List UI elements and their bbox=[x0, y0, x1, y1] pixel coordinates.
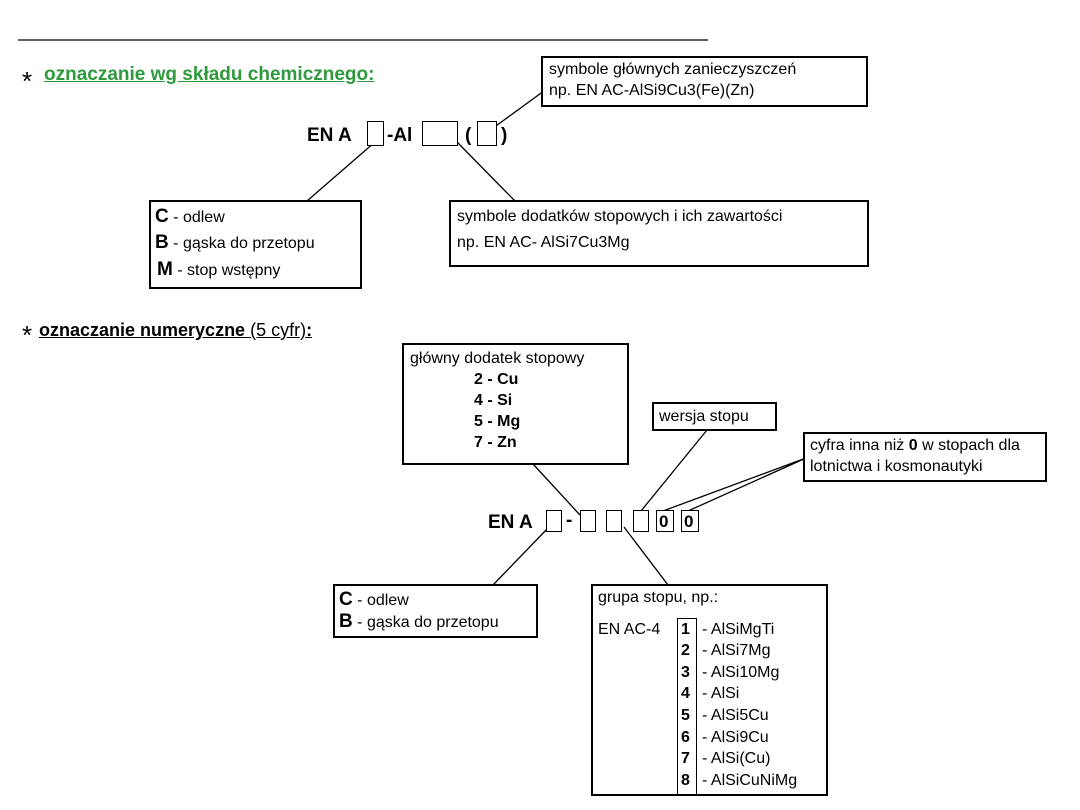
main-addition-item: 4 - Si bbox=[474, 392, 513, 409]
additions-line2: np. EN AC- AlSi7Cu3Mg bbox=[457, 234, 630, 251]
group-digit-column bbox=[677, 618, 697, 795]
form-box-1: C - odlew B - gąska do przetopu M - stop… bbox=[149, 200, 362, 289]
group-item: 5- AlSi5Cu bbox=[681, 707, 769, 724]
code1-slot-impurities bbox=[477, 121, 497, 146]
connector-form-2 bbox=[492, 526, 550, 586]
code1-paren-open: ( bbox=[465, 125, 472, 146]
connector-aero-1 bbox=[662, 457, 807, 512]
code2-slot-digit2 bbox=[606, 510, 622, 532]
group-item: 3- AlSi10Mg bbox=[681, 664, 780, 681]
form-box-2: C - odlew B - gąska do przetopu bbox=[333, 584, 538, 638]
group-item: 1- AlSiMgTi bbox=[681, 621, 775, 638]
impurities-line1: symbole głównych zanieczyszczeń bbox=[549, 61, 797, 78]
form1-row-m: M - stop wstępny bbox=[157, 259, 281, 280]
code1-slot-form bbox=[367, 121, 384, 146]
main-addition-item: 7 - Zn bbox=[474, 434, 517, 451]
connector-aero-2 bbox=[687, 457, 807, 512]
code2-dash: - bbox=[566, 510, 573, 531]
main-addition-item: 2 - Cu bbox=[474, 371, 519, 388]
connector-impurities bbox=[488, 87, 549, 132]
connector-additions bbox=[456, 141, 516, 202]
section2-heading: oznaczanie numeryczne (5 cyfr): bbox=[39, 320, 313, 340]
version-box: wersja stopu bbox=[652, 402, 777, 431]
aero-line2: lotnictwa i kosmonautyki bbox=[810, 458, 983, 475]
code2-prefix: EN A bbox=[488, 512, 533, 533]
code1-mid: -Al bbox=[387, 125, 413, 146]
impurities-line2: np. EN AC-AlSi9Cu3(Fe)(Zn) bbox=[549, 82, 755, 99]
aero-line1: cyfra inna niż 0 w stopach dla bbox=[810, 437, 1020, 454]
group-item: 7- AlSi(Cu) bbox=[681, 750, 771, 767]
group-item: 2- AlSi7Mg bbox=[681, 642, 771, 659]
code2-digit4-box: 0 bbox=[656, 510, 674, 532]
additions-box: symbole dodatków stopowych i ich zawarto… bbox=[449, 200, 869, 267]
group-item: 8- AlSiCuNiMg bbox=[681, 772, 798, 789]
code2-slot-digit3 bbox=[633, 510, 649, 532]
code1-paren-close: ) bbox=[501, 125, 508, 146]
code2-slot-form bbox=[546, 510, 562, 532]
main-addition-box: główny dodatek stopowy 2 - Cu 4 - Si 5 -… bbox=[402, 343, 629, 465]
code2-slot-digit1 bbox=[580, 510, 596, 532]
connector-version bbox=[640, 429, 708, 512]
form2-row-c: C - odlew bbox=[339, 589, 409, 610]
connector-form-1 bbox=[306, 141, 376, 202]
bullet-2: * bbox=[22, 320, 33, 350]
code2-digit5: 0 bbox=[684, 512, 694, 531]
code1-prefix: EN A bbox=[307, 125, 352, 146]
code2-digit4: 0 bbox=[659, 512, 669, 531]
group-title: grupa stopu, np.: bbox=[598, 589, 719, 606]
group-box: grupa stopu, np.: EN AC-4 1- AlSiMgTi 2-… bbox=[591, 584, 828, 796]
section1-heading: oznaczanie wg składu chemicznego: bbox=[44, 64, 375, 85]
aero-box: cyfra inna niż 0 w stopach dla lotnictwa… bbox=[803, 432, 1047, 482]
connector-group bbox=[623, 526, 669, 586]
group-item: 6- AlSi9Cu bbox=[681, 729, 769, 746]
additions-line1: symbole dodatków stopowych i ich zawarto… bbox=[457, 208, 783, 225]
code1-slot-additions bbox=[422, 121, 458, 146]
bullet-1: * bbox=[22, 66, 33, 96]
form2-row-b: B - gąska do przetopu bbox=[339, 611, 499, 632]
version-label: wersja stopu bbox=[659, 408, 749, 425]
connector-main-addition bbox=[532, 463, 581, 516]
form1-row-c: C - odlew bbox=[155, 206, 225, 227]
main-addition-item: 5 - Mg bbox=[474, 413, 521, 430]
code2-digit5-box: 0 bbox=[681, 510, 699, 532]
form1-row-b: B - gąska do przetopu bbox=[155, 232, 315, 253]
group-prefix: EN AC-4 bbox=[598, 621, 661, 638]
main-addition-title: główny dodatek stopowy bbox=[410, 350, 585, 367]
impurities-box: symbole głównych zanieczyszczeń np. EN A… bbox=[541, 56, 868, 107]
group-item: 4- AlSi bbox=[681, 685, 740, 702]
